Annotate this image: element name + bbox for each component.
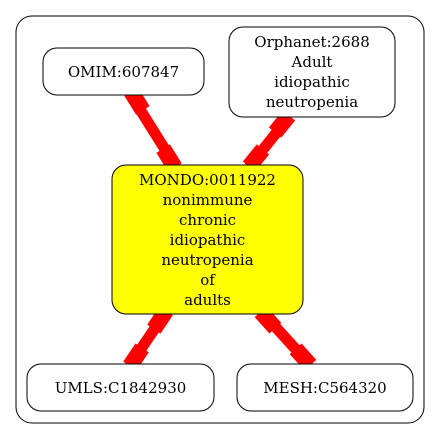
node-label-line: nonimmune [163,191,253,209]
edge-orphanet-mondo [242,110,296,172]
node-label-line: MESH:C564320 [263,379,386,397]
node-label-line: Adult [291,53,333,71]
node-label-line: idiopathic [170,231,246,249]
node-label-line: of [200,271,216,289]
svg-text:UMLS:C1842930: UMLS:C1842930 [55,379,187,397]
edge-omim-mondo [124,87,182,172]
node-label-line: Orphanet:2688 [254,33,369,51]
svg-text:MESH:C564320: MESH:C564320 [263,379,386,397]
cluster-frame [15,15,425,424]
node-mesh[interactable]: MESH:C564320 [236,363,414,412]
node-label-line: OMIM:607847 [68,63,179,81]
node-umls[interactable]: UMLS:C1842930 [26,363,215,412]
node-mondo[interactable]: MONDO:0011922 nonimmune chronic idiopathic n… [111,164,304,315]
node-label-line: chronic [179,211,236,229]
node-omim[interactable]: OMIM:607847 [42,47,205,96]
node-label-line: neutropenia [266,93,358,111]
node-label-line: idiopathic [274,73,350,91]
node-label-line: UMLS:C1842930 [55,379,187,397]
node-label-line: adults [184,291,231,309]
node-label-line: neutropenia [161,251,253,269]
node-label-line: MONDO:0011922 [139,171,276,189]
edge-mondo-mesh [254,306,317,371]
edge-mondo-umls [123,306,173,371]
svg-text:OMIM:607847: OMIM:607847 [68,63,179,81]
